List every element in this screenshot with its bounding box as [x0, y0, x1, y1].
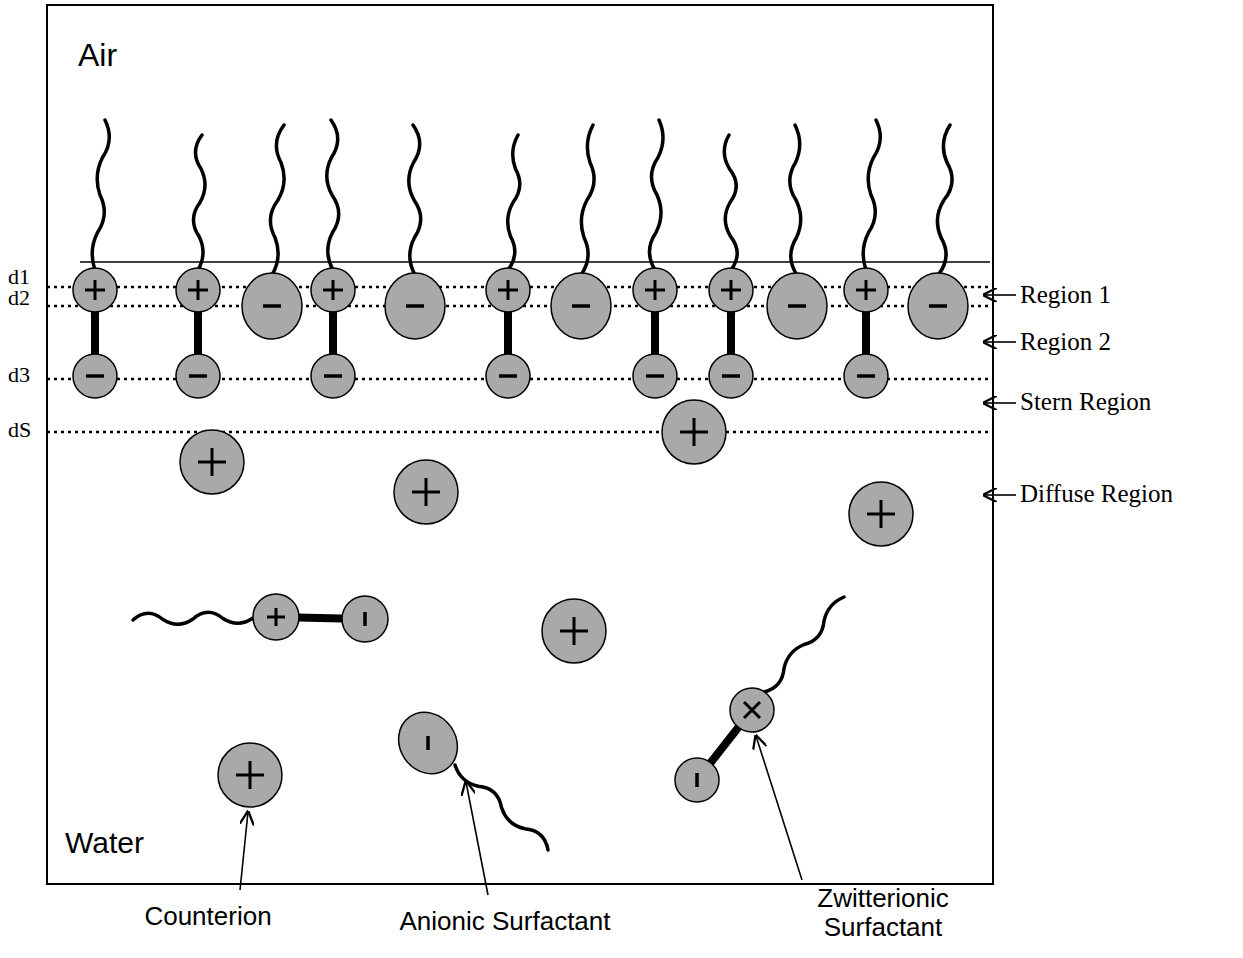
minus-sign	[189, 374, 207, 378]
frame	[47, 5, 993, 884]
tail	[937, 125, 952, 275]
head	[844, 354, 888, 398]
tail	[724, 135, 737, 270]
tail	[193, 135, 205, 270]
air-label: Air	[78, 38, 117, 73]
plane-label: dS	[8, 418, 31, 442]
head	[387, 701, 470, 786]
minus-sign	[646, 374, 664, 378]
minus-sign	[406, 304, 424, 308]
callout-label: Anionic Surfactant	[399, 907, 610, 936]
callout-label: Counterion	[144, 902, 271, 931]
head	[180, 430, 244, 494]
minus-sign	[263, 304, 281, 308]
head	[311, 268, 355, 312]
tail	[649, 120, 663, 270]
region-label: Region 2	[1020, 328, 1111, 356]
minus-sign	[324, 374, 342, 378]
tail	[455, 765, 548, 850]
plus-sign	[867, 500, 895, 528]
minus-sign	[426, 736, 430, 750]
head	[767, 273, 827, 339]
head	[709, 268, 753, 312]
head	[311, 354, 355, 398]
head	[176, 354, 220, 398]
tail	[508, 135, 520, 270]
plus-sign	[85, 280, 105, 300]
region-label: Stern Region	[1020, 388, 1151, 416]
head	[844, 268, 888, 312]
plus-sign	[267, 608, 285, 626]
head	[73, 268, 117, 312]
head	[633, 354, 677, 398]
plus-sign	[560, 617, 588, 645]
head	[675, 758, 719, 802]
head	[385, 273, 445, 339]
plus-sign	[645, 280, 665, 300]
minus-sign	[695, 773, 699, 787]
minus-sign	[499, 374, 517, 378]
tail	[92, 120, 109, 270]
callout-arrows	[240, 295, 1016, 895]
interface-line	[80, 261, 990, 263]
minus-sign	[857, 374, 875, 378]
head	[542, 599, 606, 663]
minus-sign	[572, 304, 590, 308]
plus-sign	[856, 280, 876, 300]
tail	[133, 612, 253, 624]
plus-sign	[744, 702, 760, 718]
tail	[764, 597, 844, 692]
plus-sign	[680, 418, 708, 446]
region-label: Region 1	[1020, 281, 1111, 309]
minus-sign	[86, 374, 104, 378]
tail	[863, 120, 880, 270]
minus-sign	[929, 304, 947, 308]
head	[486, 354, 530, 398]
head	[551, 273, 611, 339]
head	[73, 354, 117, 398]
plus-sign	[198, 448, 226, 476]
head	[662, 400, 726, 464]
head	[218, 743, 282, 807]
plus-sign	[412, 478, 440, 506]
head	[394, 460, 458, 524]
head	[342, 596, 388, 642]
minus-sign	[722, 374, 740, 378]
head	[849, 482, 913, 546]
callout-label: Zwitterionic Surfactant	[796, 884, 971, 941]
head	[242, 273, 302, 339]
molecules	[73, 120, 968, 850]
plus-sign	[323, 280, 343, 300]
head	[709, 354, 753, 398]
tail	[409, 125, 421, 275]
tail	[270, 125, 284, 275]
region-label: Diffuse Region	[1020, 480, 1173, 508]
tail	[790, 125, 801, 275]
plane-label: d2	[8, 286, 30, 310]
minus-sign	[363, 612, 367, 626]
head	[908, 273, 968, 339]
plus-sign	[721, 280, 741, 300]
tail	[327, 120, 339, 270]
tail	[581, 125, 594, 275]
water-label: Water	[65, 826, 144, 859]
head	[730, 688, 774, 732]
head	[486, 268, 530, 312]
plane-label: d3	[8, 363, 30, 387]
minus-sign	[788, 304, 806, 308]
plus-sign	[236, 761, 264, 789]
head	[633, 268, 677, 312]
head	[253, 594, 299, 640]
head	[176, 268, 220, 312]
plus-sign	[498, 280, 518, 300]
plus-sign	[188, 280, 208, 300]
